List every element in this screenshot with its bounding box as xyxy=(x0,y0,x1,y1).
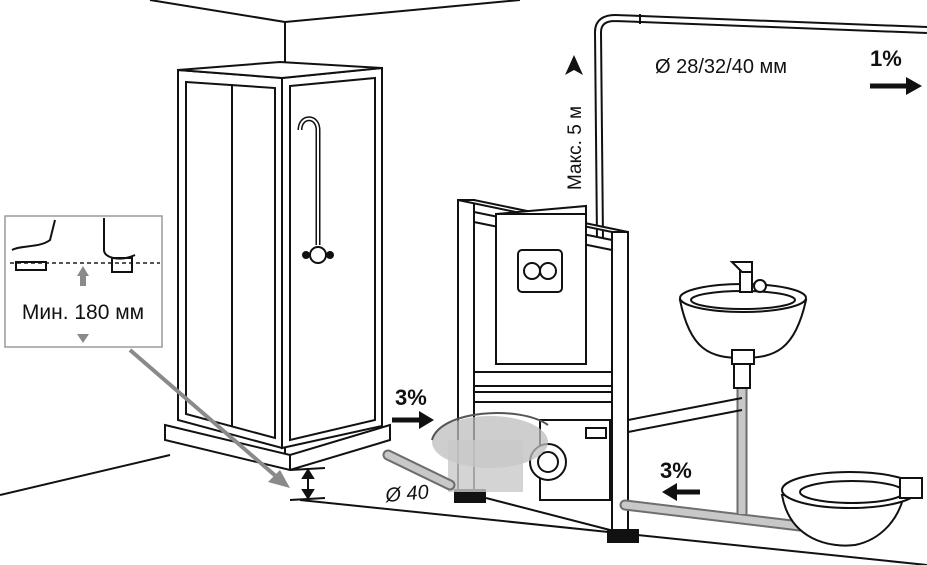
slope-arrow-icon xyxy=(870,77,922,95)
slope-right-label: 3% xyxy=(660,458,692,483)
installation-frame xyxy=(454,199,639,543)
connection-lines xyxy=(627,397,743,433)
faucet-icon xyxy=(729,261,767,293)
washbasin xyxy=(678,283,808,365)
slope-arrow-icon xyxy=(662,483,700,501)
min-height-dimension xyxy=(289,467,326,501)
callout-arrow xyxy=(128,348,290,488)
inset-min-height-label: Мин. 180 мм xyxy=(22,301,144,324)
slope-top-label: 1% xyxy=(870,46,902,71)
pipe-diameter-label: Ø 28/32/40 мм xyxy=(655,56,787,78)
drain-diameter-label: Ø 40 xyxy=(384,481,430,507)
inset-box: Мин. 180 мм xyxy=(4,215,163,348)
max-height-label: Макс. 5 м xyxy=(565,106,586,190)
shower-head-icon xyxy=(297,116,334,264)
slope-left-label: 3% xyxy=(395,385,427,410)
vent-pipe xyxy=(593,13,927,241)
drain-pipe-left xyxy=(382,449,456,491)
drain-pipe-right xyxy=(619,359,806,532)
up-arrow-icon xyxy=(565,55,583,75)
toilet-right xyxy=(780,471,923,547)
flush-plate-icon xyxy=(517,249,563,293)
slope-arrow-icon xyxy=(392,411,434,429)
wall-toilet xyxy=(431,412,549,492)
shower-cabin xyxy=(164,60,391,472)
